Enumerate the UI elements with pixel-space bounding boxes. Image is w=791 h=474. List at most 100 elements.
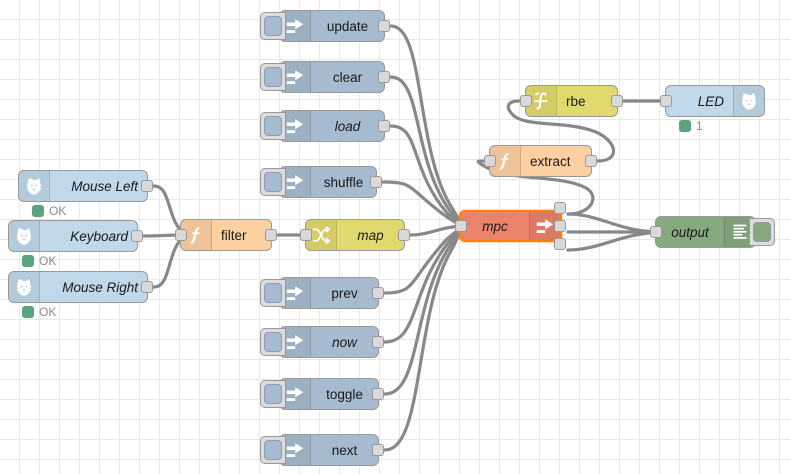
status-badge: OK [22,305,56,319]
node-label: rbe [566,93,586,109]
button-knob [264,172,282,192]
node-body: clear [280,62,384,92]
output-port-0[interactable] [372,336,384,348]
output-port-0[interactable] [131,230,143,242]
node-body: load [280,111,384,141]
input-port[interactable] [300,229,312,241]
output-port-0[interactable] [398,229,410,241]
node-label: shuffle [323,174,364,190]
status-dot-icon [32,205,44,217]
node-load[interactable]: load [260,110,390,142]
node-body: LED [666,86,764,116]
status-dot-icon [679,120,691,132]
input-port[interactable] [520,95,532,107]
node-body: prev [280,278,378,308]
status-badge: 1 [679,119,703,133]
output-port-0[interactable] [611,95,623,107]
node-body: mpc [461,212,560,240]
output-port-0[interactable] [370,176,382,188]
node-label: Mouse Left [71,178,138,194]
inject-trigger-button[interactable] [260,380,286,408]
inject-trigger-button[interactable] [260,328,286,356]
status-text: 1 [696,119,703,133]
input-port[interactable] [175,229,187,241]
node-label: filter [221,227,247,243]
status-text: OK [39,254,57,268]
node-label: mpc [482,218,508,234]
wire-next-mpc [383,224,467,452]
node-body: toggle [280,379,378,409]
raspberry-pi-icon [9,221,40,251]
node-clear[interactable]: clear [260,61,390,93]
node-mouse-left[interactable]: Mouse Left [18,170,153,202]
output-port-0[interactable] [265,229,277,241]
debug-toggle-button[interactable] [749,218,775,246]
input-port[interactable] [455,220,467,232]
input-port[interactable] [650,226,662,238]
output-port-0[interactable] [141,180,153,192]
node-shuffle[interactable]: shuffle [260,166,382,198]
output-port-0[interactable] [372,388,384,400]
wire-toggle-mpc [383,224,467,396]
input-port[interactable] [660,95,672,107]
button-knob [753,222,771,242]
inject-arrow-icon [529,212,560,240]
raspberry-pi-icon [9,272,40,302]
inject-trigger-button[interactable] [260,12,286,40]
node-body: Mouse Left [19,171,147,201]
node-body: rbe [526,86,617,116]
node-mpc[interactable]: mpc [455,202,566,250]
output-port-0[interactable] [378,71,390,83]
output-port-0[interactable] [585,155,597,167]
inject-trigger-button[interactable] [260,436,286,464]
node-map[interactable]: map [300,219,410,251]
inject-trigger-button[interactable] [260,168,286,196]
output-port-0[interactable] [378,20,390,32]
inject-trigger-button[interactable] [260,63,286,91]
inject-trigger-button[interactable] [260,279,286,307]
node-label: Keyboard [70,228,128,244]
node-body: update [280,11,384,41]
node-keyboard[interactable]: Keyboard [8,220,143,252]
output-port-2[interactable] [554,238,566,250]
node-mouse-right[interactable]: Mouse Right [8,271,153,303]
node-label: now [332,334,357,350]
node-toggle[interactable]: toggle [260,378,384,410]
output-port-0[interactable] [141,281,153,293]
node-led[interactable]: LED [660,85,765,117]
node-label: toggle [326,386,363,402]
button-knob [264,440,282,460]
node-now[interactable]: now [260,326,384,358]
raspberry-pi-icon [19,171,50,201]
node-next[interactable]: next [260,434,384,466]
node-body: filter [181,220,271,250]
output-port-0[interactable] [372,287,384,299]
status-dot-icon [22,306,34,318]
node-body: next [280,435,378,465]
node-body: extract [490,146,591,176]
wire-load-mpc [389,124,467,228]
node-body: Mouse Right [9,272,147,302]
node-update[interactable]: update [260,10,390,42]
status-badge: OK [22,254,56,268]
node-label: next [331,442,358,458]
output-port-0[interactable] [554,202,566,214]
output-port-1[interactable] [554,220,566,232]
node-output[interactable]: output [650,216,775,248]
inject-trigger-button[interactable] [260,112,286,140]
node-filter[interactable]: filter [175,219,277,251]
node-extract[interactable]: extract [484,145,597,177]
button-knob [264,16,282,36]
output-port-0[interactable] [372,444,384,456]
node-prev[interactable]: prev [260,277,384,309]
node-label: output [671,224,709,240]
node-body: shuffle [280,167,376,197]
node-label: update [326,18,369,34]
node-rbe[interactable]: rbe [520,85,623,117]
status-badge: OK [32,204,66,218]
node-body: output [656,217,755,247]
node-label: load [334,118,361,134]
input-port[interactable] [484,155,496,167]
output-port-0[interactable] [378,120,390,132]
